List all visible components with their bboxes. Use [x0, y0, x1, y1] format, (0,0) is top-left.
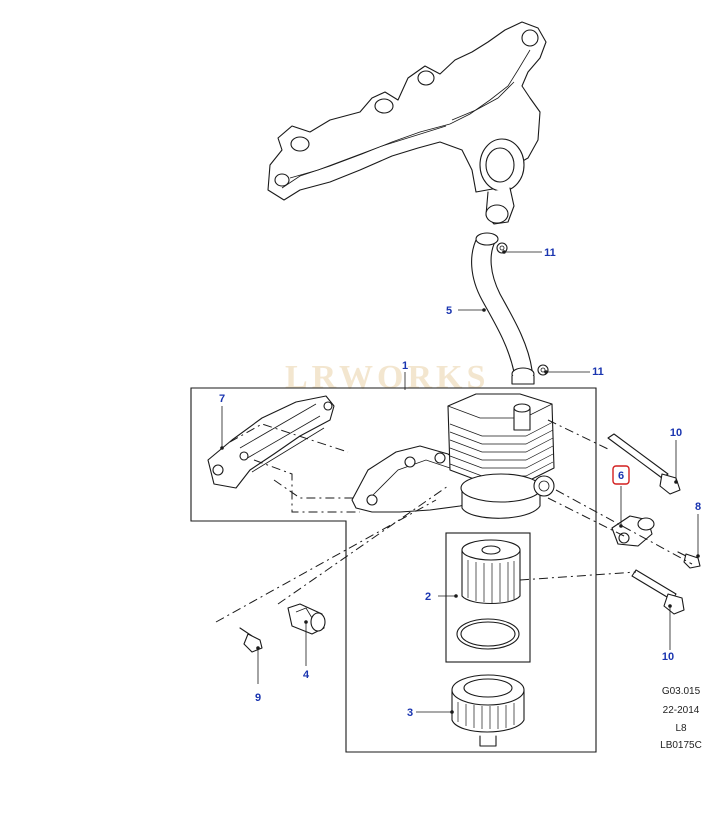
screw-small — [677, 551, 701, 569]
o-ring — [456, 618, 520, 650]
oil-pressure-sensor — [287, 603, 326, 635]
reference-date: 22-2014 — [663, 705, 700, 716]
callout-6[interactable]: 6 — [618, 470, 624, 482]
reference-group: G03.015 — [662, 686, 701, 697]
reference-illustration: LB0175C — [660, 740, 702, 751]
assembly-centerlines — [215, 419, 693, 623]
filter-cap — [451, 674, 525, 747]
filter-kit-box — [445, 532, 531, 663]
oil-cooler-housing — [351, 393, 555, 519]
callout-8[interactable]: 8 — [695, 501, 701, 513]
bolt-long-lower — [631, 569, 685, 615]
exhaust-manifold — [267, 21, 547, 225]
callout-11-lower[interactable]: 11 — [592, 366, 604, 378]
callout-7[interactable]: 7 — [219, 393, 225, 405]
callout-6-highlight — [612, 465, 630, 485]
callout-11-upper[interactable]: 11 — [544, 247, 556, 259]
gasket — [207, 395, 335, 489]
oil-temperature-sensor — [611, 515, 655, 547]
filter-element — [461, 539, 521, 604]
callout-10-upper[interactable]: 10 — [670, 427, 682, 439]
callout-2[interactable]: 2 — [425, 591, 431, 603]
callout-3[interactable]: 3 — [407, 707, 413, 719]
watermark: LRWORKS — [285, 359, 489, 396]
reference-model: L8 — [675, 723, 687, 734]
callout-4[interactable]: 4 — [303, 669, 310, 681]
leader-lines — [220, 250, 700, 714]
assembly-frame — [190, 387, 597, 753]
callout-1[interactable]: 1 — [402, 360, 408, 372]
callout-10-lower[interactable]: 10 — [662, 651, 674, 663]
oil-feed-hose — [471, 232, 535, 385]
callout-5[interactable]: 5 — [446, 305, 452, 317]
bolt-long-upper — [607, 433, 681, 495]
callout-9[interactable]: 9 — [255, 692, 261, 704]
